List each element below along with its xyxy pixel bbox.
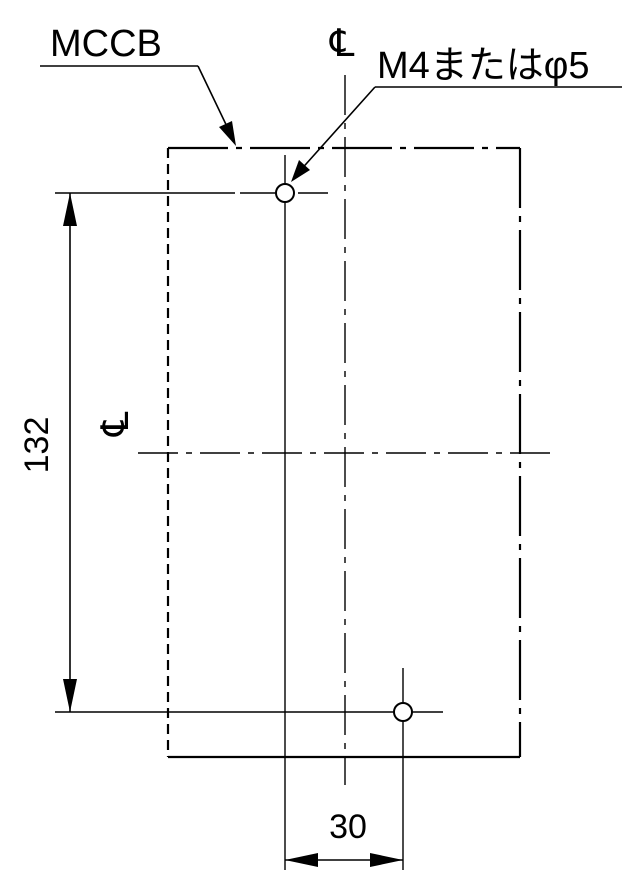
hole-spec-label: M4またはφ5 (377, 45, 590, 87)
horizontal-centerline-symbol: ℄ (95, 411, 137, 437)
hole-spec-leader (291, 86, 622, 182)
dimension-30-label: 30 (329, 808, 367, 846)
dimension-horizontal (285, 853, 403, 867)
dimension-132-label: 132 (18, 417, 56, 474)
mccb-leader (40, 65, 236, 146)
mounting-hole-bottom (393, 702, 413, 722)
mounting-hole-top (275, 183, 295, 203)
hole-reference-lines (55, 155, 443, 870)
dimension-vertical (63, 193, 77, 712)
vertical-centerline-symbol: ℄ (329, 23, 355, 65)
mccb-label: MCCB (50, 23, 162, 65)
centerlines (138, 75, 555, 785)
